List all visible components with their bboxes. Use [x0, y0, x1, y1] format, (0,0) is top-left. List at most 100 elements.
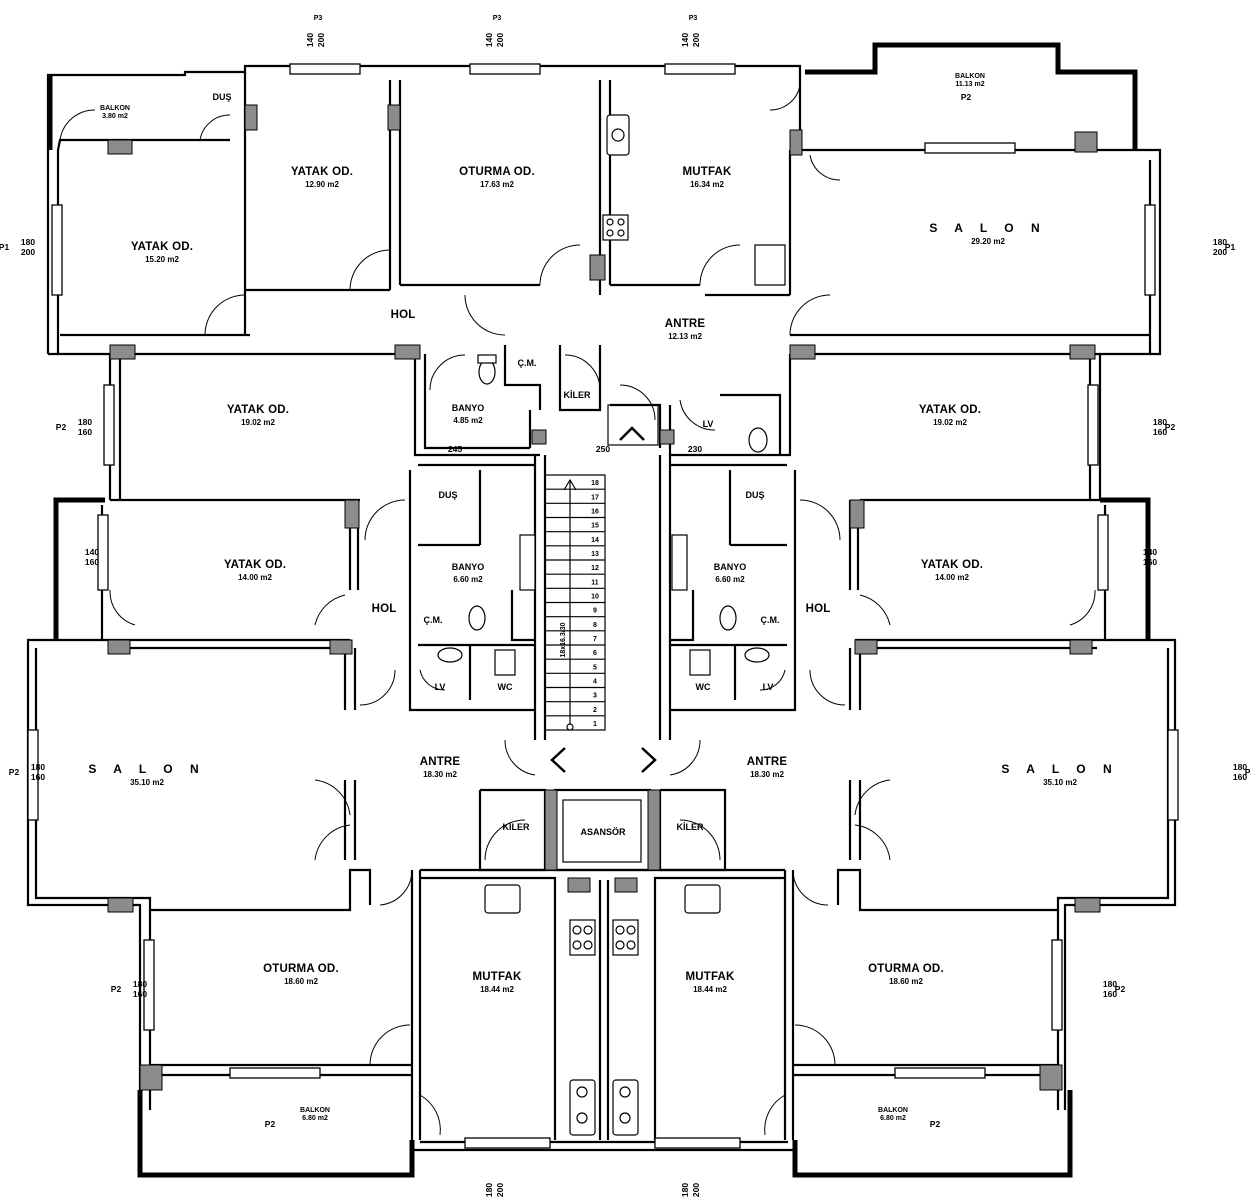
room-name: BANYO — [452, 562, 485, 572]
window-height: 200 — [316, 33, 326, 47]
room-area: 35.10 m2 — [130, 778, 164, 787]
room-area: 29.20 m2 — [971, 237, 1005, 246]
window-width: 140 — [680, 33, 690, 47]
stair-step-number: 17 — [591, 494, 599, 501]
window-width: 180 — [78, 417, 92, 427]
window-type: P2 — [1115, 984, 1126, 994]
window-type: P2 — [111, 984, 122, 994]
window-type: P2 — [1245, 767, 1251, 777]
stair-step-number: 4 — [593, 678, 597, 685]
room-area: 6.80 m2 — [302, 1115, 328, 1122]
window-width: 140 — [305, 33, 315, 47]
window-width: 180 — [31, 762, 45, 772]
dim-right: 230 — [688, 444, 702, 454]
doors — [59, 84, 1096, 1136]
window-width: 140 — [1143, 547, 1157, 557]
room-area: 11.13 m2 — [955, 81, 984, 88]
window-type: P3 — [493, 15, 502, 22]
window-type: P2 — [9, 767, 20, 777]
window-height: 160 — [31, 772, 45, 782]
window-width: 180 — [1153, 417, 1167, 427]
room-name: KİLER — [677, 822, 705, 832]
window-height: 160 — [1233, 772, 1247, 782]
room-name: YATAK OD. — [291, 166, 353, 178]
room-name: MUTFAK — [685, 971, 735, 983]
stair-step-number: 15 — [591, 523, 599, 530]
room-area: 18.30 m2 — [423, 770, 457, 779]
room-name: S A L O N — [88, 762, 205, 776]
window-height: 160 — [78, 427, 92, 437]
window-height: 160 — [1103, 989, 1117, 999]
window-height: 200 — [495, 33, 505, 47]
room-name: MUTFAK — [682, 166, 732, 178]
room-area: 12.90 m2 — [305, 180, 339, 189]
room-area: 19.02 m2 — [241, 418, 275, 427]
stair-step-number: 6 — [593, 650, 597, 657]
room-area: 16.34 m2 — [690, 180, 724, 189]
stair-step-number: 8 — [593, 622, 597, 629]
room-area: 18.44 m2 — [693, 985, 727, 994]
stair-step-number: 14 — [591, 537, 599, 544]
window-type: P3 — [689, 15, 698, 22]
room-name: HOL — [372, 603, 397, 615]
window-type: P1 — [1225, 242, 1236, 252]
room-area: 14.00 m2 — [238, 573, 272, 582]
windows — [27, 63, 1179, 1149]
room-name: ANTRE — [747, 756, 788, 768]
room-area: 4.85 m2 — [453, 416, 483, 425]
window-width: 180 — [1233, 762, 1247, 772]
room-name: MUTFAK — [472, 971, 522, 983]
room-name: BANYO — [452, 403, 485, 413]
fixtures — [437, 114, 786, 1136]
room-name: BALKON — [955, 73, 985, 80]
room-name: LV — [435, 682, 446, 692]
room-name: YATAK OD. — [227, 404, 289, 416]
stair-step-number: 1 — [593, 721, 597, 728]
stair-step-number: 16 — [591, 508, 599, 515]
room-area: 35.10 m2 — [1043, 778, 1077, 787]
room-name: DUŞ — [438, 490, 457, 500]
window-width: 180 — [21, 237, 35, 247]
room-name: BANYO — [714, 562, 747, 572]
core-arrows — [550, 404, 659, 773]
dim-left: 245 — [448, 444, 462, 454]
window-width: 180 — [680, 1183, 690, 1197]
room-name: ANTRE — [665, 318, 706, 330]
room-name: WC — [696, 682, 711, 692]
window-height: 200 — [21, 247, 35, 257]
room-name: Ç.M. — [518, 358, 537, 368]
room-name: OTURMA OD. — [459, 166, 535, 178]
window-type: P2 — [930, 1119, 941, 1129]
room-name: HOL — [806, 603, 831, 615]
window-height: 200 — [1213, 247, 1227, 257]
columns — [107, 104, 1101, 1091]
stair-step-number: 11 — [591, 579, 599, 586]
room-name: OTURMA OD. — [263, 963, 339, 975]
window-type: P2 — [265, 1119, 276, 1129]
room-name: S A L O N — [1001, 762, 1118, 776]
window-height: 160 — [1143, 557, 1157, 567]
room-name: BALKON — [878, 1107, 908, 1114]
room-area: 6.60 m2 — [453, 575, 483, 584]
room-name: Ç.M. — [424, 615, 443, 625]
stair-step-number: 7 — [593, 636, 597, 643]
room-name: ANTRE — [420, 756, 461, 768]
room-area: 19.02 m2 — [933, 418, 967, 427]
stair-step-number: 18 — [591, 480, 599, 487]
window-width: 140 — [85, 547, 99, 557]
room-area: 18.60 m2 — [889, 977, 923, 986]
dim-middle: 250 — [596, 444, 610, 454]
window-type: P2 — [961, 92, 972, 102]
room-name: WC — [498, 682, 513, 692]
window-width: 180 — [484, 1183, 494, 1197]
room-name: YATAK OD. — [919, 404, 981, 416]
room-name: S A L O N — [929, 221, 1046, 235]
room-name: LV — [703, 419, 714, 429]
window-width: 140 — [484, 33, 494, 47]
window-height: 200 — [495, 1183, 505, 1197]
window-height: 200 — [691, 1183, 701, 1197]
window-type: P3 — [314, 15, 323, 22]
